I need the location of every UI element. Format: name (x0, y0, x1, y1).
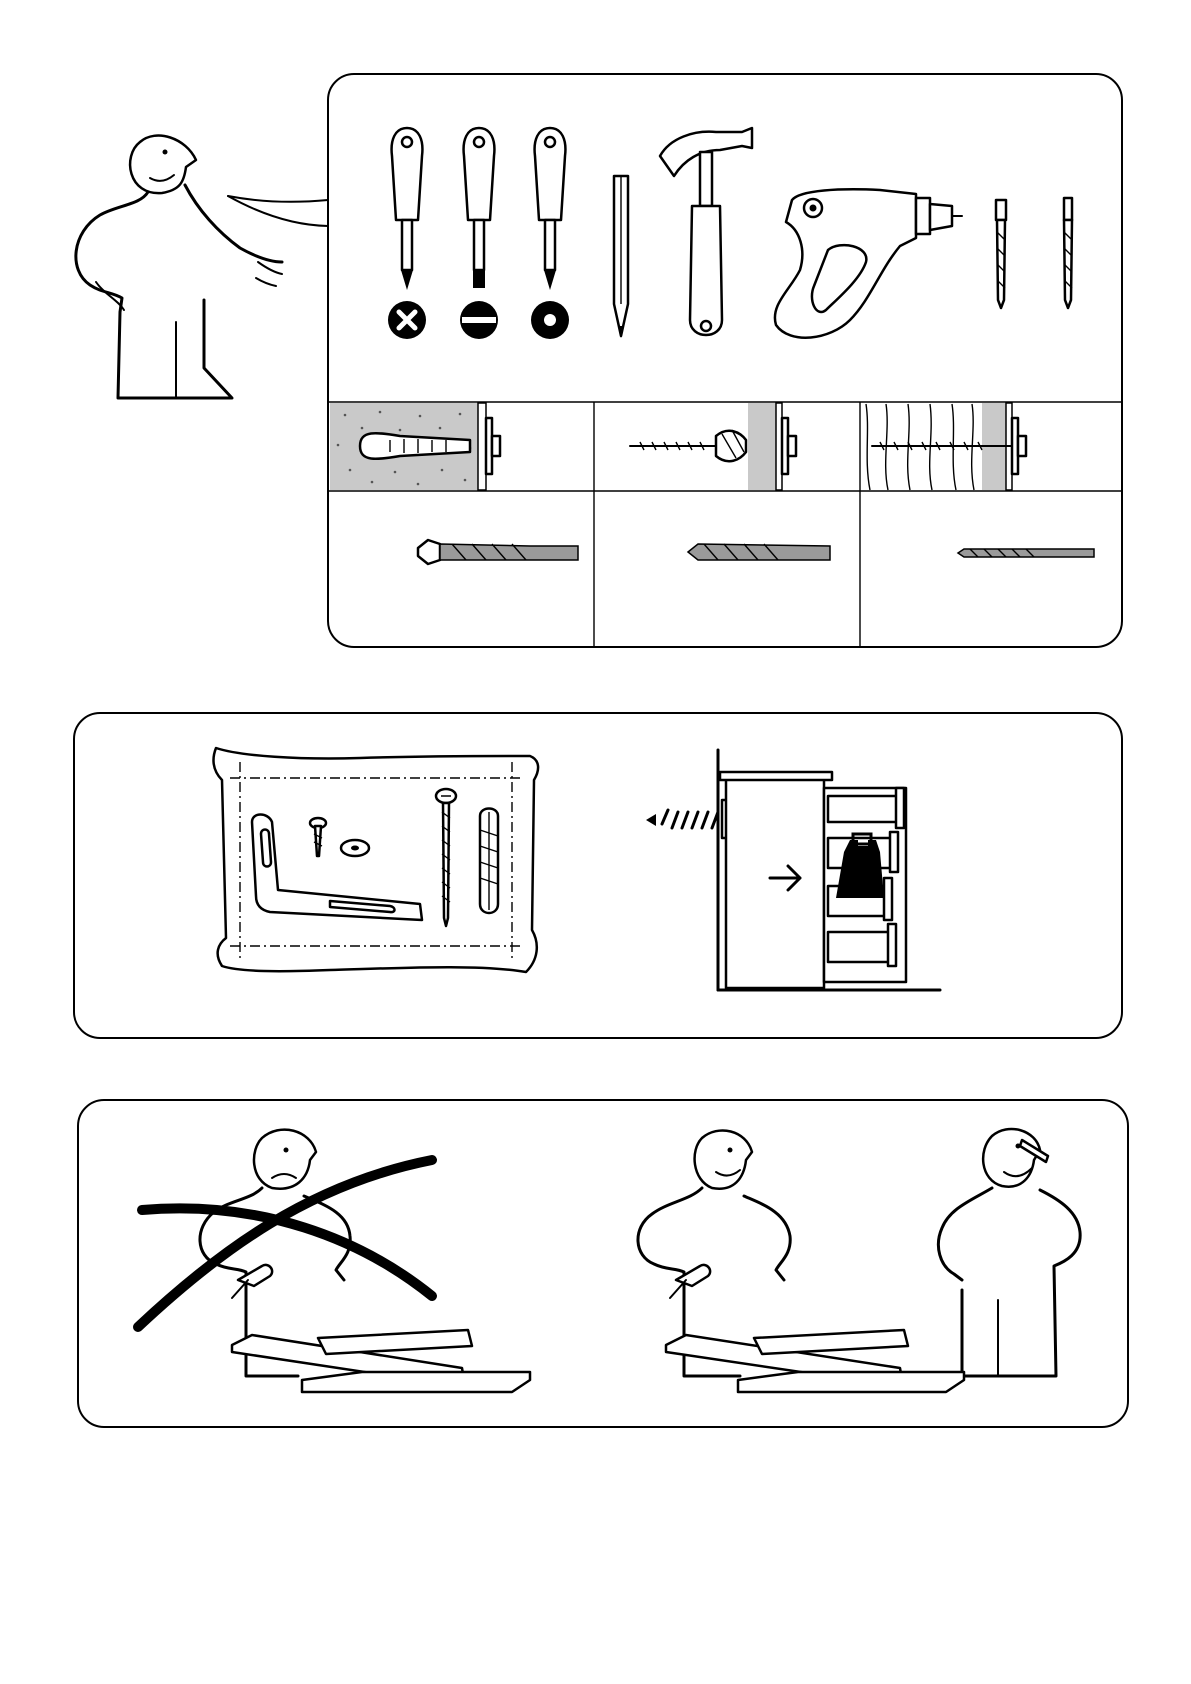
drill-icon (775, 189, 962, 337)
wood-drill-bit (958, 549, 1094, 557)
anti-tip-illustration (646, 750, 940, 990)
right-example (638, 1129, 1080, 1392)
screwdriver-phillips-icon (388, 128, 426, 339)
tools-panel (328, 74, 1122, 647)
multi-purpose-drill-bit (688, 544, 830, 560)
boards-stack (666, 1330, 964, 1392)
screwdriver-torx-icon (531, 128, 569, 339)
masonry-drill-bit (418, 540, 578, 564)
wall-concrete-cell (330, 403, 500, 490)
wall-plug-icon (480, 809, 498, 914)
washer-icon (341, 840, 369, 856)
pencil-icon (614, 176, 628, 338)
instructor-figure (76, 136, 328, 398)
wall-wood-cell (862, 403, 1026, 490)
boards-stack (232, 1330, 530, 1392)
hardware-bag (214, 748, 539, 972)
person-figure-right (938, 1129, 1080, 1376)
assembly-advice-panel (78, 1100, 1128, 1427)
hammer-icon (660, 128, 752, 335)
screwdriver-flat-icon (460, 128, 498, 339)
wall-plasterboard-cell (630, 403, 796, 490)
wrong-example (138, 1130, 530, 1392)
drill-bit-icon (996, 200, 1006, 308)
drill-bit-icon (1064, 198, 1072, 308)
